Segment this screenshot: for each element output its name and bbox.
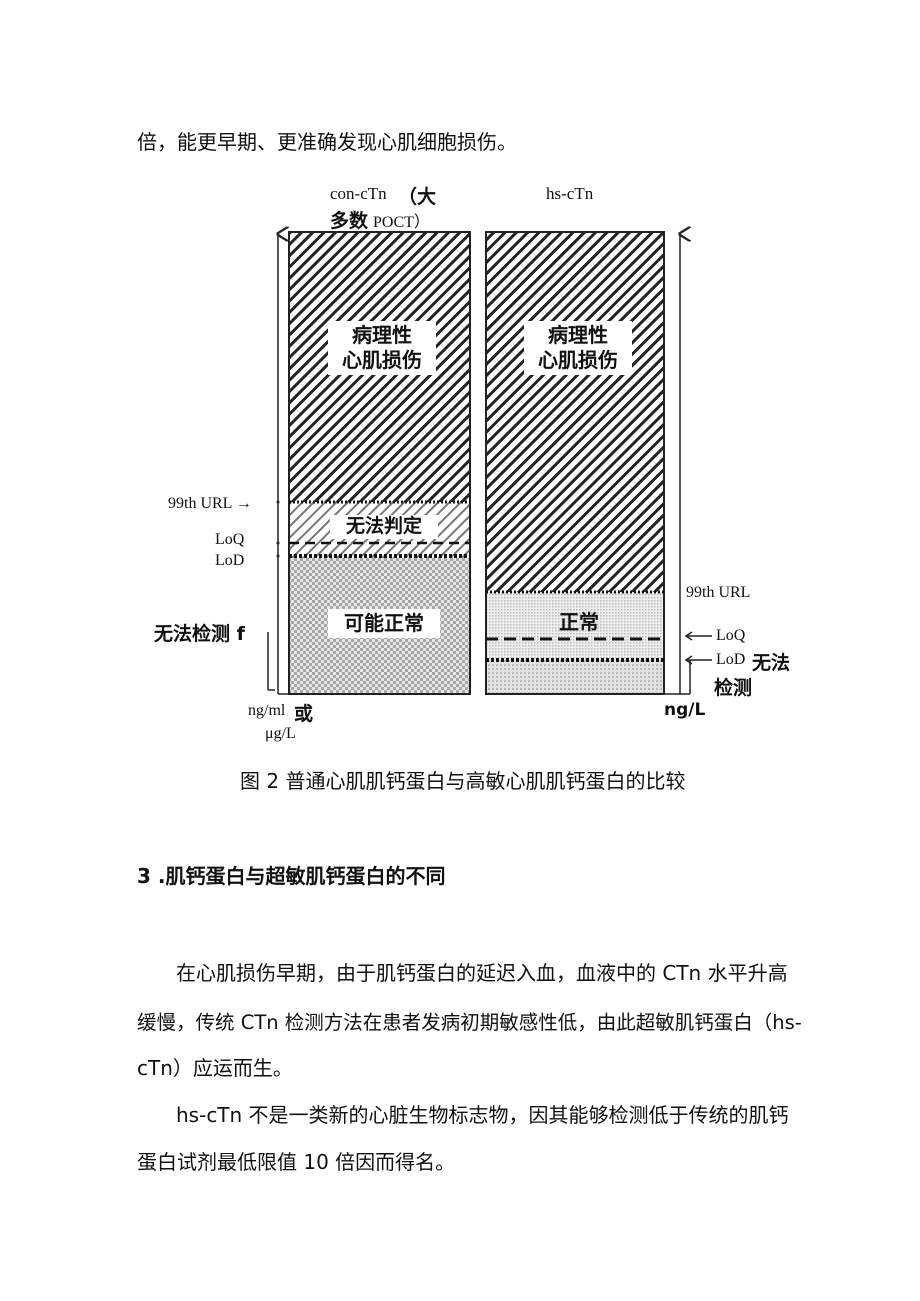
left-pathologic-label-line2: 心肌损伤 [342, 348, 422, 372]
right-loq-label: LoQ [716, 627, 746, 644]
left-column-title-d: POCT） [373, 214, 430, 231]
right-pathologic-label-line2: 心肌损伤 [538, 348, 618, 372]
left-url-label: 99th URL → [168, 495, 252, 512]
right-undetectable-region [486, 660, 664, 694]
intro-text: 倍，能更早期、更准确发现心肌细胞损伤。 [137, 130, 517, 154]
left-loq-label: LoQ [215, 531, 245, 548]
paragraph-2-line-2: 蛋白试剂最低限值 10 倍因而得名。 [137, 1150, 456, 1174]
left-column-title-b: （大 [398, 186, 437, 208]
paragraph-1-line-1: 在心肌损伤早期，由于肌钙蛋白的延迟入血，血液中的 CTn 水平升高 [176, 961, 788, 985]
left-undetectable-label: 无法检测 f [154, 623, 245, 645]
figure-caption: 图 2 普通心肌肌钙蛋白与高敏心肌肌钙蛋白的比较 [240, 769, 686, 793]
left-pathologic-label-line1: 病理性 [352, 323, 412, 347]
left-lod-label: LoD [215, 552, 245, 569]
troponin-comparison-figure [267, 0, 712, 695]
paragraph-2-line-1: hs-cTn 不是一类新的心脏生物标志物，因其能够检测低于传统的肌钙 [176, 1103, 789, 1127]
right-lod-label: LoD [716, 651, 746, 668]
left-column-title-a: con-cTn [330, 184, 387, 203]
left-column-title-c: 多数 [330, 210, 369, 232]
right-pathologic-label-line1: 病理性 [548, 323, 608, 347]
left-indeterminate-label: 无法判定 [330, 515, 438, 539]
right-normal-label: 正常 [559, 610, 599, 634]
left-unit-label: ng/ml [248, 702, 286, 719]
right-undetectable-label-2: 检测 [714, 677, 753, 699]
right-unit-label: ng/L [664, 700, 706, 720]
paragraph-1-line-3: cTn）应运而生。 [137, 1056, 293, 1080]
paragraph-1-line-2: 缓慢，传统 CTn 检测方法在患者发病初期敏感性低，由此超敏肌钙蛋白（hs- [137, 1011, 802, 1034]
right-column [485, 232, 712, 695]
right-pathologic-region [486, 232, 664, 592]
right-column-title: hs-cTn [546, 184, 594, 203]
left-unit-label-2: μg/L [265, 725, 296, 742]
left-pathologic-label: 病理性 心肌损伤 [328, 321, 436, 375]
right-pathologic-label: 病理性 心肌损伤 [524, 321, 632, 375]
section-heading: 3 .肌钙蛋白与超敏肌钙蛋白的不同 [137, 864, 446, 888]
left-possibly-normal-label: 可能正常 [328, 609, 440, 638]
right-undetectable-label-1: 无法 [752, 652, 791, 674]
left-unit-or: 或 [294, 703, 314, 725]
right-url-label: 99th URL [686, 584, 751, 601]
right-normal-region [486, 592, 664, 660]
